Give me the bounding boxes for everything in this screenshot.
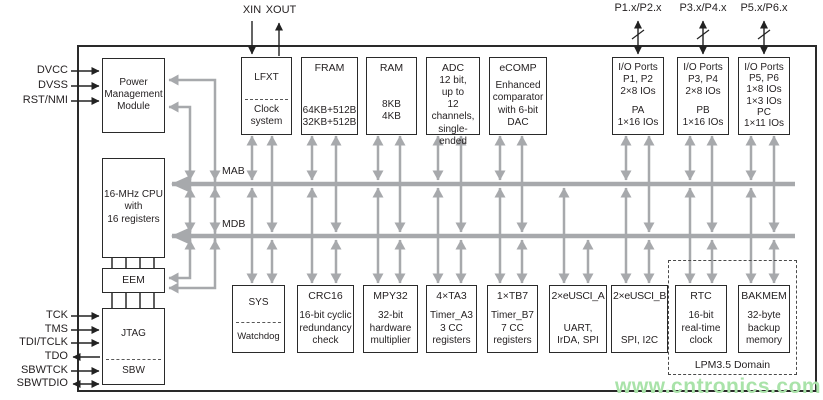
ram-sub: 8KB 4KB bbox=[382, 98, 401, 122]
io12-title: I/O Ports P1, P2 2×8 IOs bbox=[618, 62, 658, 98]
rtc-sub: 16-bit real-time clock bbox=[681, 310, 721, 346]
eusci-b-title: 2×eUSCI_B bbox=[612, 290, 667, 302]
bakmem-sub: 32-byte backup memory bbox=[745, 310, 783, 346]
block-power-management-module: Power Management Module bbox=[102, 58, 165, 133]
eusci-b-sub: SPI, I2C bbox=[620, 334, 659, 346]
ta3-title: 4×TA3 bbox=[436, 290, 467, 302]
pin-label-dvss: DVSS bbox=[38, 79, 68, 91]
eusci-a-sub: UART, IrDA, SPI bbox=[557, 322, 599, 346]
block-ram: RAM 8KB 4KB bbox=[366, 57, 417, 135]
pin-label-rst-nmi: RST/NMI bbox=[22, 94, 68, 106]
bus-label-mab: MAB bbox=[222, 165, 245, 177]
ta3-sub: Timer_A3 3 CC registers bbox=[430, 310, 473, 346]
block-timer-b7: 1×TB7 Timer_B7 7 CC registers bbox=[487, 285, 538, 353]
pin-label-tms: TMS bbox=[44, 323, 68, 335]
block-timer-a3: 4×TA3 Timer_A3 3 CC registers bbox=[426, 285, 477, 353]
bus-label-mdb: MDB bbox=[222, 218, 246, 230]
io34-sub: PB 1×16 IOs bbox=[682, 104, 724, 128]
fram-title: FRAM bbox=[314, 62, 345, 74]
pin-label-sbwtck: SBWTCK bbox=[20, 364, 68, 376]
jtag-label: JTAG bbox=[121, 327, 146, 339]
pin-label-sbwtdio: SBWTDIO bbox=[16, 377, 68, 389]
crc16-sub: 16-bit cyclic redundancy check bbox=[299, 310, 352, 346]
block-io-ports-p5-p6: I/O Ports P5, P6 1×8 IOs 1×3 IOs PC 1×11… bbox=[738, 57, 790, 135]
pin-label-tdo: TDO bbox=[44, 350, 68, 362]
chip-boundary bbox=[77, 45, 817, 392]
pin-label-xout: XOUT bbox=[265, 4, 297, 16]
block-mpy32: MPY32 32-bit hardware multiplier bbox=[363, 285, 418, 353]
tb7-sub: Timer_B7 7 CC registers bbox=[491, 310, 534, 346]
rtc-title: RTC bbox=[690, 290, 712, 302]
block-eusci-a: 2×eUSCI_A UART, IrDA, SPI bbox=[549, 285, 607, 353]
mpy32-title: MPY32 bbox=[373, 290, 408, 302]
block-eusci-b: 2×eUSCI_B SPI, I2C bbox=[611, 285, 668, 353]
pin-label-p3p4: P3.x/P4.x bbox=[679, 2, 727, 14]
cpu-label: 16-MHz CPU with 16 registers bbox=[104, 189, 163, 225]
eem-label: EEM bbox=[122, 273, 145, 286]
watchdog-label: Watchdog bbox=[237, 330, 280, 342]
ecomp-sub: Enhanced comparator with 6-bit DAC bbox=[492, 80, 544, 128]
tb7-title: 1×TB7 bbox=[496, 290, 529, 302]
io56-sub: PC 1×11 IOs bbox=[743, 106, 785, 129]
ecomp-title: eCOMP bbox=[499, 62, 537, 74]
block-sys-watchdog: SYS Watchdog bbox=[232, 285, 285, 353]
pin-label-tck: TCK bbox=[46, 309, 68, 321]
lpm35-domain-label: LPM3.5 Domain bbox=[694, 359, 771, 371]
io12-sub: PA 1×16 IOs bbox=[617, 104, 659, 128]
block-crc16: CRC16 16-bit cyclic redundancy check bbox=[297, 285, 354, 353]
mpy32-sub: 32-bit hardware multiplier bbox=[369, 310, 412, 346]
block-lfxt-clock-system: LFXT Clock system bbox=[241, 57, 292, 135]
block-adc: ADC 12 bit, up to 12 channels, single-en… bbox=[426, 57, 480, 147]
block-fram: FRAM 64KB+512B 32KB+512B bbox=[301, 57, 358, 135]
lfxt-divider bbox=[245, 99, 288, 100]
block-rtc: RTC 16-bit real-time clock bbox=[675, 285, 727, 353]
block-io-ports-p1-p2: I/O Ports P1, P2 2×8 IOs PA 1×16 IOs bbox=[612, 57, 664, 135]
crc16-title: CRC16 bbox=[308, 290, 343, 302]
block-cpu: 16-MHz CPU with 16 registers bbox=[102, 158, 165, 258]
sbw-label: SBW bbox=[122, 364, 145, 376]
ram-title: RAM bbox=[379, 62, 404, 74]
adc-title: ADC bbox=[441, 62, 465, 74]
block-eem: EEM bbox=[102, 268, 165, 293]
watermark: www.cntronics.com bbox=[615, 375, 822, 398]
block-bakmem: BAKMEM 32-byte backup memory bbox=[738, 285, 790, 353]
io56-title: I/O Ports P5, P6 1×8 IOs 1×3 IOs bbox=[744, 62, 784, 107]
eusci-a-title: 2×eUSCI_A bbox=[551, 290, 605, 302]
clock-system-label: Clock system bbox=[250, 103, 283, 127]
pin-label-xin: XIN bbox=[242, 4, 262, 16]
fram-sub: 64KB+512B 32KB+512B bbox=[302, 104, 357, 128]
pin-label-dvcc: DVCC bbox=[36, 64, 68, 76]
sys-title: SYS bbox=[248, 297, 269, 309]
jtag-sbw-divider bbox=[106, 359, 161, 360]
lpm35-domain-box bbox=[668, 260, 797, 375]
io34-title: I/O Ports P3, P4 2×8 IOs bbox=[683, 62, 723, 98]
lfxt-title: LFXT bbox=[254, 71, 279, 83]
adc-sub: 12 bit, up to 12 channels, single-ended bbox=[431, 74, 475, 147]
pmm-label: Power Management Module bbox=[104, 76, 163, 113]
block-io-ports-p3-p4: I/O Ports P3, P4 2×8 IOs PB 1×16 IOs bbox=[677, 57, 729, 135]
bakmem-title: BAKMEM bbox=[741, 290, 787, 302]
pin-label-tdi-tclk: TDI/TCLK bbox=[19, 336, 68, 348]
block-ecomp: eCOMP Enhanced comparator with 6-bit DAC bbox=[489, 57, 547, 135]
block-jtag-sbw: JTAG SBW bbox=[102, 308, 165, 385]
sys-divider bbox=[236, 322, 281, 323]
pin-label-p5p6: P5.x/P6.x bbox=[740, 2, 788, 14]
pin-label-p1p2: P1.x/P2.x bbox=[614, 2, 662, 14]
